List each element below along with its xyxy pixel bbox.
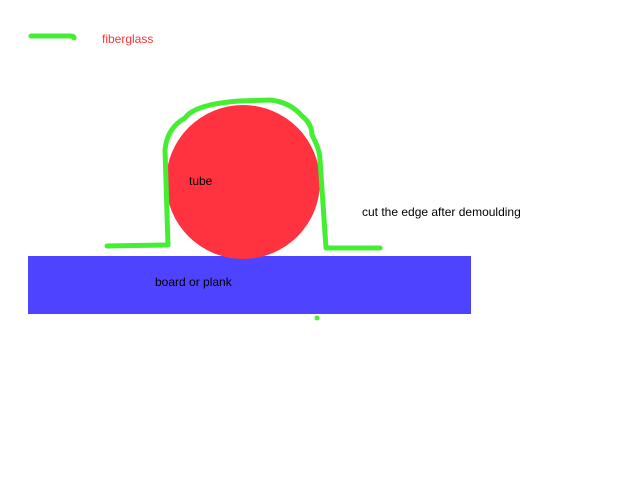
fiberglass-legend-swatch: [28, 33, 77, 41]
board-label: board or plank: [155, 275, 232, 289]
cut-edge-note: cut the edge after demoulding: [362, 205, 521, 219]
fiberglass-legend-label: fiberglass: [102, 32, 154, 46]
tube-circle: [166, 105, 320, 259]
stray-dot: [314, 315, 320, 321]
fiberglass-layer: [104, 97, 383, 251]
tube-label: tube: [189, 174, 213, 188]
board-rectangle: [28, 256, 471, 314]
